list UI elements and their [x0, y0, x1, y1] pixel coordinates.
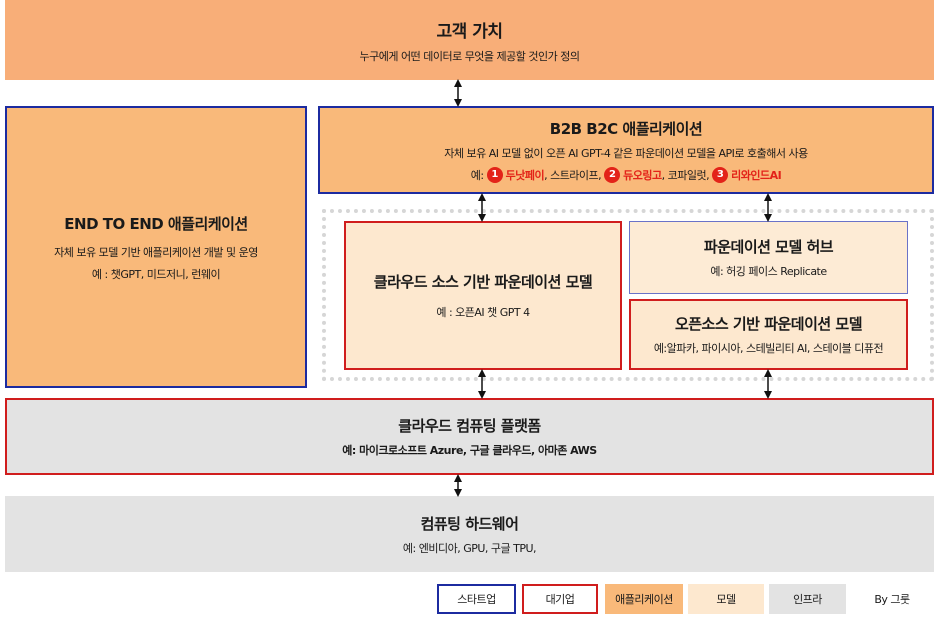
- end-to-end-subtitle: 자체 보유 모델 기반 애플리케이션 개발 및 운영: [54, 245, 258, 259]
- cloud-source-foundation-model: 클라우드 소스 기반 파운데이션 모델 예 : 오픈AI 챗 GPT 4: [344, 221, 622, 370]
- legend-startup-label: 스타트업: [457, 593, 496, 606]
- cloud-platform-example: 예: 마이크로소프트 Azure, 구글 클라우드, 아마존 AWS: [342, 444, 597, 457]
- customer-value-subtitle: 누구에게 어떤 데이터로 무엇을 제공할 것인가 정의: [359, 49, 581, 63]
- model-hub-title: 파운데이션 모델 허브: [703, 238, 834, 256]
- example-dunatpay: 두낫페이: [505, 168, 545, 182]
- b2b-b2c-application: B2B B2C 애플리케이션 자체 보유 AI 모델 없이 오픈 AI GPT-…: [318, 106, 934, 194]
- legend-application-label: 애플리케이션: [615, 593, 673, 606]
- example-badge-1: 1: [486, 166, 503, 183]
- legend-model: 모델: [688, 584, 764, 614]
- example-separator-2: , 코파일럿,: [661, 168, 710, 182]
- hardware-example: 예: 엔비디아, GPU, 구글 TPU,: [402, 541, 537, 555]
- customer-value-layer: 고객 가치 누구에게 어떤 데이터로 무엇을 제공할 것인가 정의: [5, 0, 934, 80]
- legend-infra: 인프라: [769, 584, 846, 614]
- example-separator-1: , 스트라이프,: [544, 168, 602, 182]
- customer-value-title: 고객 가치: [436, 21, 503, 42]
- open-source-foundation-model: 오픈소스 기반 파운데이션 모델 예:알파카, 파이시아, 스테빌리티 AI, …: [629, 299, 908, 370]
- legend-infra-label: 인프라: [793, 593, 822, 606]
- cloud-platform-title: 클라우드 컴퓨팅 플랫폼: [398, 417, 541, 435]
- example-duolingo: 듀오링고: [623, 168, 662, 182]
- legend-credit: By 그룻: [855, 584, 929, 614]
- foundation-model-hub: 파운데이션 모델 허브 예: 허깅 페이스 Replicate: [629, 221, 908, 294]
- cloud-computing-platform: 클라우드 컴퓨팅 플랫폼 예: 마이크로소프트 Azure, 구글 클라우드, …: [5, 398, 934, 475]
- b2b-b2c-title: B2B B2C 애플리케이션: [549, 119, 703, 138]
- open-source-model-example: 예:알파카, 파이시아, 스테빌리티 AI, 스테이블 디퓨전: [653, 342, 884, 355]
- end-to-end-example: 예 : 챗GPT, 미드저니, 런웨이: [91, 267, 221, 281]
- example-prefix: 예:: [470, 168, 484, 182]
- model-hub-example: 예: 허깅 페이스 Replicate: [710, 265, 827, 278]
- b2b-b2c-subtitle: 자체 보유 AI 모델 없이 오픈 AI GPT-4 같은 파운데이션 모델을 …: [444, 146, 808, 160]
- open-source-model-title: 오픈소스 기반 파운데이션 모델: [674, 315, 863, 333]
- legend-enterprise: 대기업: [522, 584, 598, 614]
- legend-model-label: 모델: [716, 593, 736, 606]
- cloud-source-model-example: 예 : 오픈AI 챗 GPT 4: [436, 306, 530, 319]
- legend-application: 애플리케이션: [605, 584, 683, 614]
- b2b-b2c-examples: 예: 1 두낫페이 , 스트라이프, 2 듀오링고 , 코파일럿, 3 리와인드…: [470, 166, 782, 183]
- legend-startup: 스타트업: [437, 584, 516, 614]
- example-badge-3: 3: [712, 166, 729, 183]
- end-to-end-application: END TO END 애플리케이션 자체 보유 모델 기반 애플리케이션 개발 …: [5, 106, 307, 388]
- legend-credit-label: By 그룻: [874, 593, 910, 606]
- computing-hardware: 컴퓨팅 하드웨어 예: 엔비디아, GPU, 구글 TPU,: [5, 496, 934, 572]
- example-rewind-ai: 리와인드AI: [731, 168, 782, 182]
- hardware-title: 컴퓨팅 하드웨어: [420, 514, 519, 533]
- model-group-outline: [322, 209, 934, 381]
- end-to-end-title: END TO END 애플리케이션: [64, 214, 248, 233]
- legend-enterprise-label: 대기업: [545, 593, 575, 606]
- example-badge-2: 2: [604, 166, 621, 183]
- cloud-source-model-title: 클라우드 소스 기반 파운데이션 모델: [373, 273, 593, 291]
